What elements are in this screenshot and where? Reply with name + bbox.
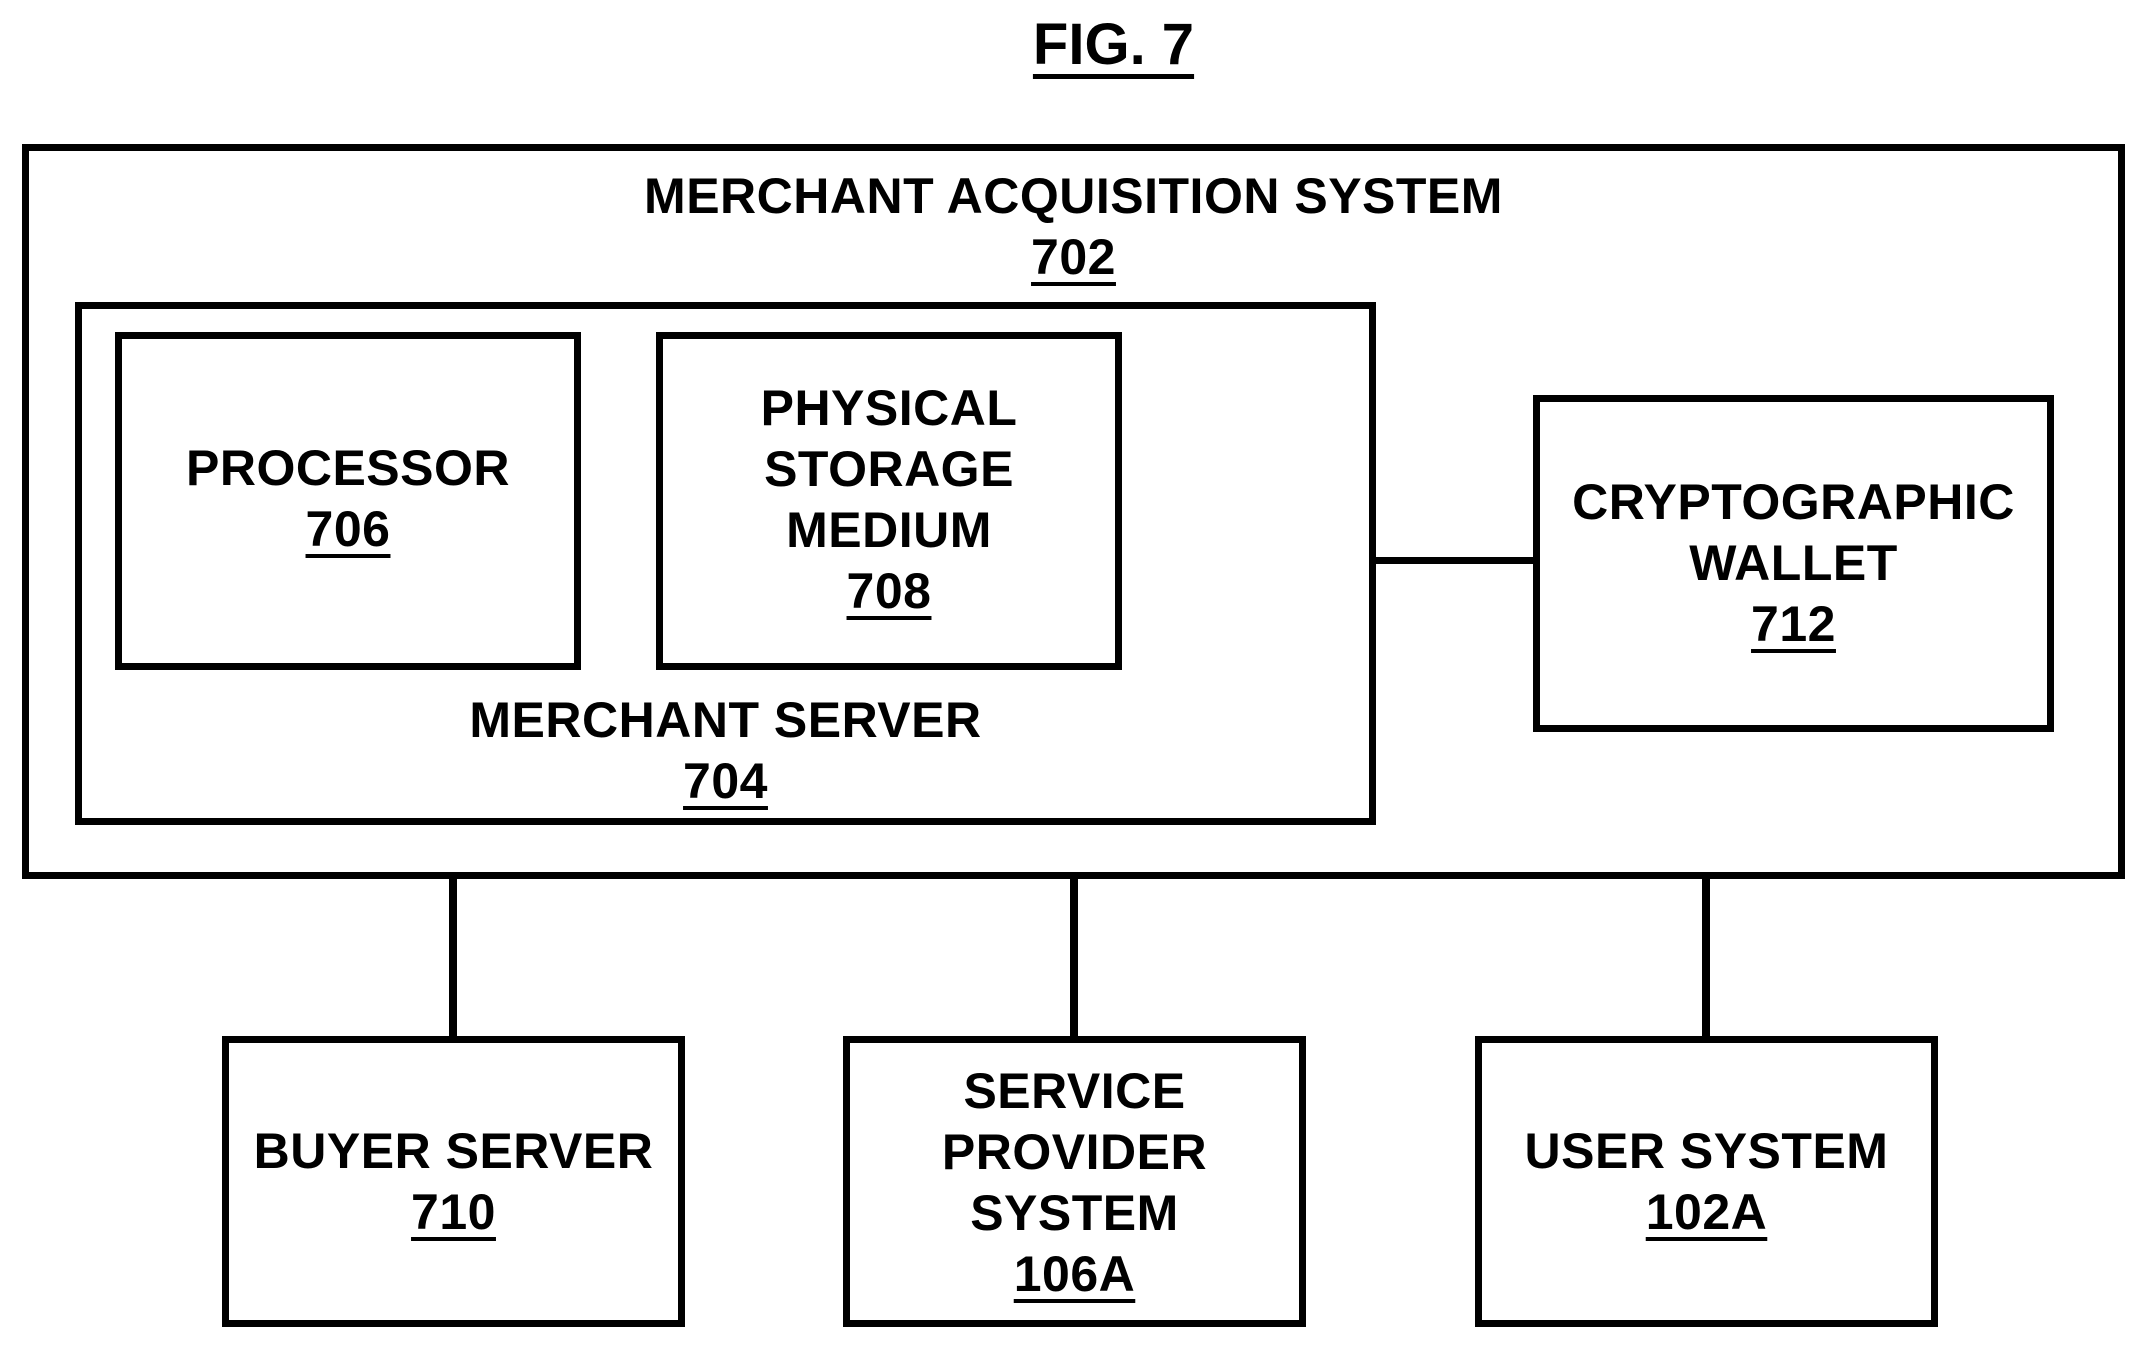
physical-storage-medium-label: PHYSICAL STORAGE MEDIUM 708 <box>656 378 1122 622</box>
cryptographic-wallet-box <box>1533 395 2054 732</box>
service-provider-system-line-1: SERVICE <box>963 1063 1186 1119</box>
cryptographic-wallet-line-2: WALLET <box>1689 535 1898 591</box>
merchant-server-title: MERCHANT SERVER <box>469 692 982 748</box>
buyer-server-ref: 710 <box>411 1184 496 1240</box>
service-provider-system-box <box>843 1036 1306 1327</box>
connector-to-buyer-server <box>449 879 457 1036</box>
service-provider-system-line-3: SYSTEM <box>970 1185 1179 1241</box>
physical-storage-medium-ref: 708 <box>846 563 932 619</box>
buyer-server-box <box>222 1036 685 1327</box>
processor-ref: 706 <box>305 501 391 557</box>
physical-storage-medium-line-3: MEDIUM <box>786 502 992 558</box>
buyer-server-title: BUYER SERVER <box>253 1123 654 1179</box>
user-system-box <box>1475 1036 1938 1327</box>
user-system-ref: 102A <box>1645 1184 1768 1240</box>
connector-server-to-wallet <box>1376 557 1533 564</box>
cryptographic-wallet-line-1: CRYPTOGRAPHIC <box>1572 474 2015 530</box>
service-provider-system-label: SERVICE PROVIDER SYSTEM 106A <box>843 1061 1306 1305</box>
cryptographic-wallet-ref: 712 <box>1751 596 1836 652</box>
merchant-acquisition-system-title: MERCHANT ACQUISITION SYSTEM <box>644 168 1503 224</box>
processor-label: PROCESSOR 706 <box>115 438 581 560</box>
user-system-label: USER SYSTEM 102A <box>1475 1121 1938 1243</box>
buyer-server-label: BUYER SERVER 710 <box>222 1121 685 1243</box>
service-provider-system-line-2: PROVIDER <box>941 1124 1208 1180</box>
merchant-acquisition-system-label: MERCHANT ACQUISITION SYSTEM 702 <box>22 166 2125 288</box>
figure-title: FIG. 7 <box>1032 12 1195 77</box>
merchant-acquisition-system-ref: 702 <box>1031 229 1116 285</box>
user-system-title: USER SYSTEM <box>1524 1123 1889 1179</box>
processor-box <box>115 332 581 670</box>
merchant-server-ref: 704 <box>683 753 768 809</box>
connector-to-service-provider <box>1070 879 1078 1036</box>
service-provider-system-ref: 106A <box>1013 1246 1136 1302</box>
merchant-server-label: MERCHANT SERVER 704 <box>75 690 1376 812</box>
connector-to-user-system <box>1702 879 1710 1036</box>
physical-storage-medium-line-2: STORAGE <box>764 441 1014 497</box>
processor-title: PROCESSOR <box>185 440 510 496</box>
cryptographic-wallet-label: CRYPTOGRAPHIC WALLET 712 <box>1533 472 2054 655</box>
physical-storage-medium-line-1: PHYSICAL <box>760 380 1018 436</box>
physical-storage-medium-box <box>656 332 1122 670</box>
